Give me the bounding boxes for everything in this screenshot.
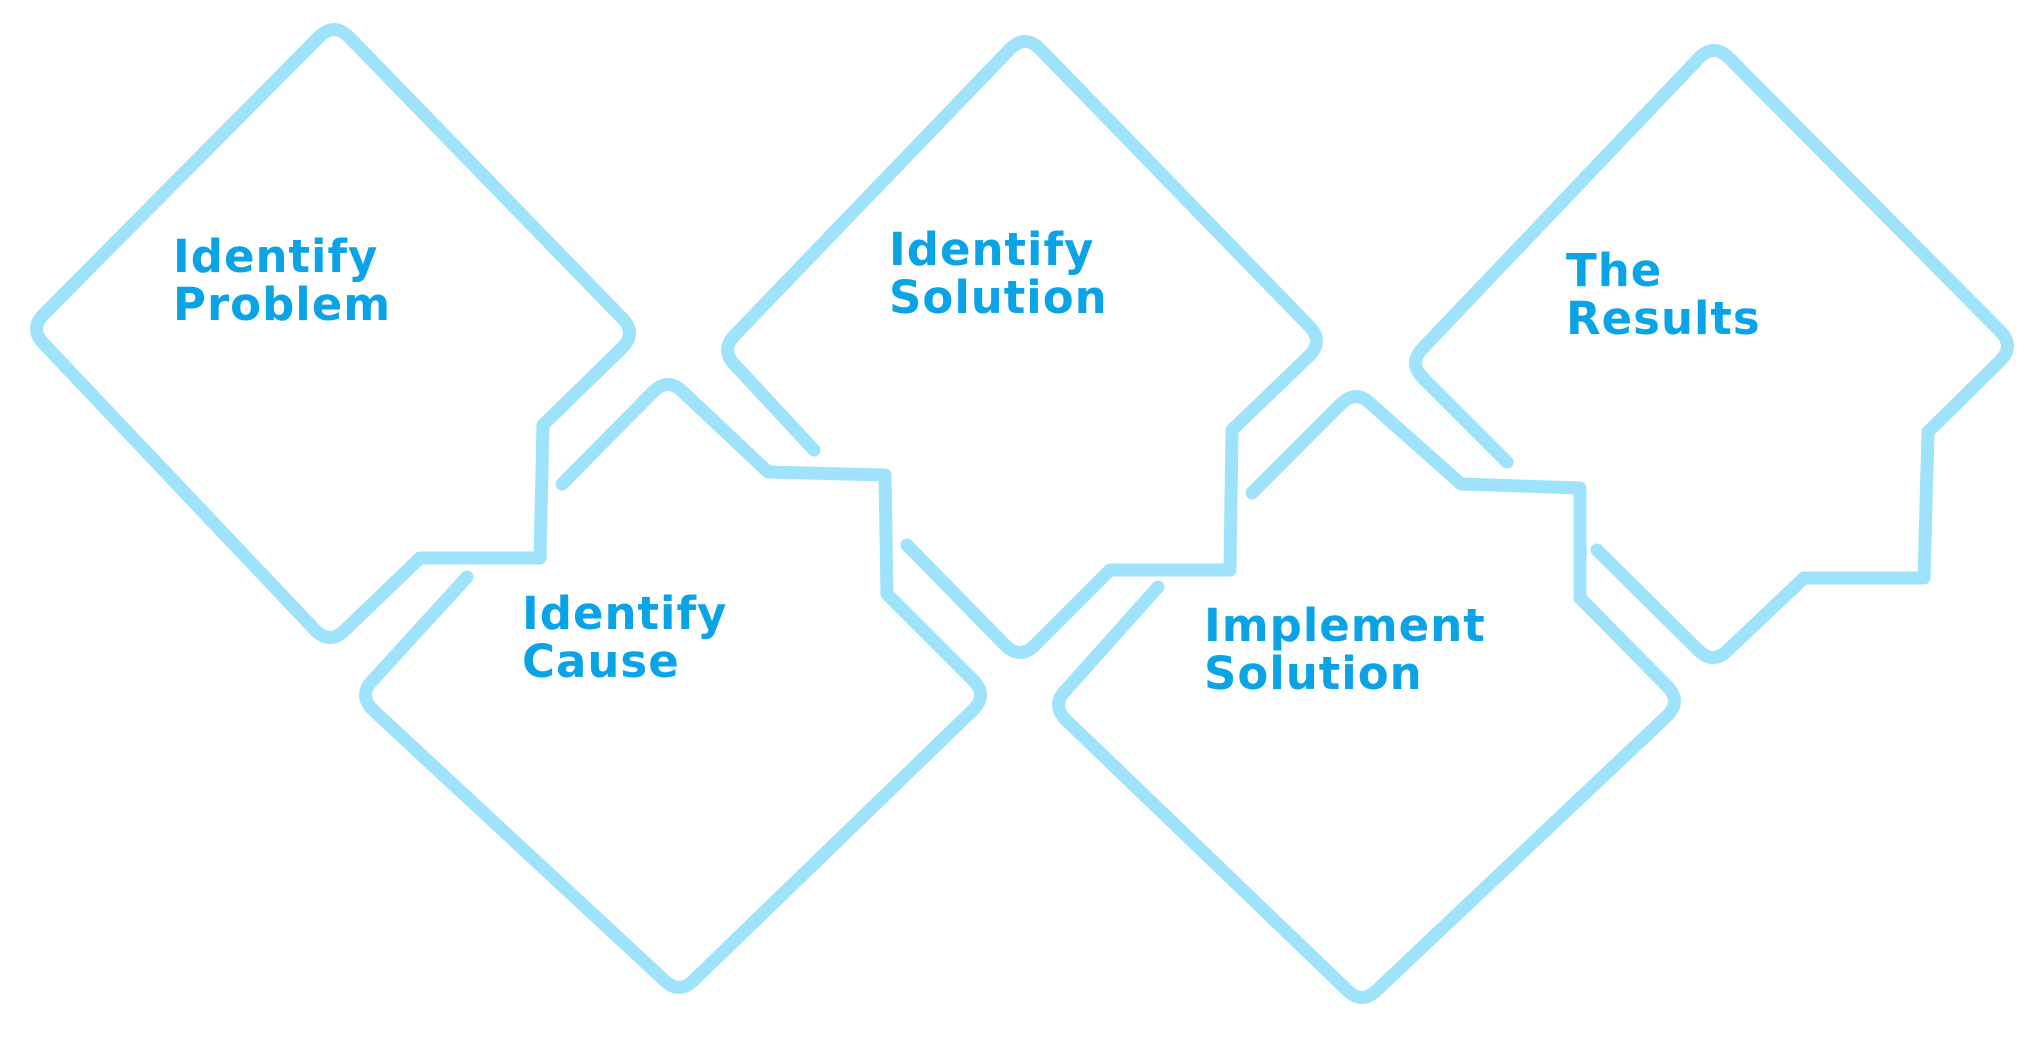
step-title-line2: Cause bbox=[522, 634, 680, 688]
diamond-identify-solution-left bbox=[721, 42, 1017, 457]
step-label-implement-solution: Implement Solution bbox=[1204, 602, 1486, 697]
diamond-the-results-left bbox=[1409, 51, 1706, 469]
step-label-identify-problem: Identify Problem bbox=[173, 233, 391, 328]
diamond-identify-cause bbox=[359, 378, 987, 994]
step-title-line1: Identify bbox=[173, 230, 379, 283]
diamond-identify-solution bbox=[900, 35, 1323, 659]
step-title-line2: Results bbox=[1566, 291, 1761, 345]
step-title-line1: Identify bbox=[522, 587, 728, 640]
step-title-line2: Solution bbox=[1204, 646, 1423, 700]
step-label-the-results: The Results bbox=[1566, 247, 1761, 342]
step-title-line1: Implement bbox=[1204, 599, 1486, 652]
step-title-line2: Solution bbox=[889, 270, 1108, 324]
step-title-line2: Problem bbox=[173, 277, 392, 331]
diamond-the-results bbox=[1590, 44, 2014, 664]
step-title-line1: The bbox=[1566, 244, 1663, 297]
step-label-identify-solution: Identify Solution bbox=[889, 226, 1108, 321]
diamond-implement-solution bbox=[1052, 390, 1681, 1004]
diamond-identify-problem bbox=[30, 23, 636, 644]
step-label-identify-cause: Identify Cause bbox=[522, 590, 727, 685]
step-title-line1: Identify bbox=[889, 223, 1095, 276]
